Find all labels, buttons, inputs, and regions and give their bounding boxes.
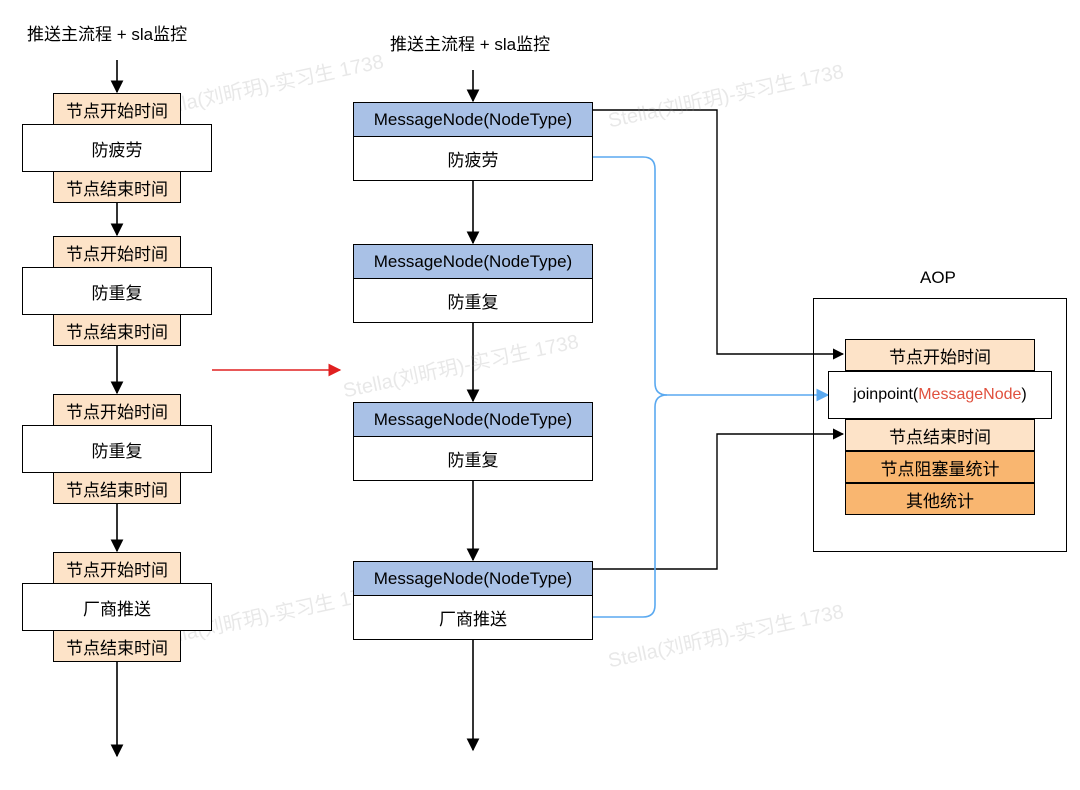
aop-title: AOP	[920, 268, 956, 287]
aop-end-time: 节点结束时间	[845, 419, 1035, 451]
left-node-4: 厂商推送	[22, 583, 212, 631]
left-node-3: 防重复	[22, 425, 212, 473]
advice-line-top	[593, 156, 830, 402]
left-node-1: 防疲劳	[22, 124, 212, 172]
aop-blocking-stats: 节点阻塞量统计	[845, 451, 1035, 483]
right-flow-title: 推送主流程 + sla监控	[390, 35, 551, 54]
aop-container	[813, 298, 1067, 552]
right-node-2-header: MessageNode(NodeType)	[353, 244, 593, 279]
right-node-3: 防重复	[353, 436, 593, 481]
aop-start-time: 节点开始时间	[845, 339, 1035, 371]
aop-joinpoint: joinpoint(MessageNode)	[828, 371, 1052, 419]
right-node-4: 厂商推送	[353, 595, 593, 640]
right-node-1-header: MessageNode(NodeType)	[353, 102, 593, 137]
left-node-4-start: 节点开始时间	[53, 552, 181, 584]
left-node-2-end: 节点结束时间	[53, 314, 181, 346]
left-node-2-start: 节点开始时间	[53, 236, 181, 268]
joinpoint-arg: MessageNode	[918, 386, 1022, 403]
left-node-1-start: 节点开始时间	[53, 93, 181, 125]
right-node-2: 防重复	[353, 278, 593, 323]
end-connector	[593, 428, 845, 570]
left-node-3-start: 节点开始时间	[53, 394, 181, 426]
left-node-1-end: 节点结束时间	[53, 171, 181, 203]
right-node-4-header: MessageNode(NodeType)	[353, 561, 593, 596]
left-node-3-end: 节点结束时间	[53, 472, 181, 504]
joinpoint-suffix: )	[1021, 386, 1027, 403]
aop-other-stats: 其他统计	[845, 483, 1035, 515]
left-flow-title: 推送主流程 + sla监控	[27, 25, 188, 44]
left-node-2: 防重复	[22, 267, 212, 315]
right-node-1: 防疲劳	[353, 136, 593, 181]
right-node-3-header: MessageNode(NodeType)	[353, 402, 593, 437]
start-connector	[593, 109, 845, 360]
left-node-4-end: 节点结束时间	[53, 630, 181, 662]
advice-line-bottom	[593, 394, 668, 618]
joinpoint-prefix: joinpoint(	[853, 386, 919, 403]
